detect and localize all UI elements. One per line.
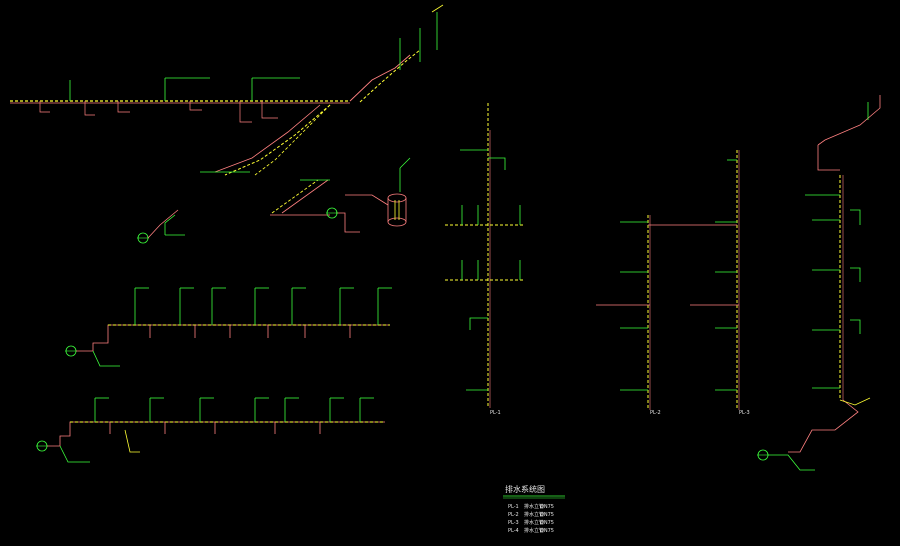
riser-marker-icon bbox=[326, 207, 338, 219]
legend-cell: PL-3 bbox=[508, 520, 519, 526]
legend-cell: DN75 bbox=[540, 512, 554, 518]
right-riser-b-label: PL-3 bbox=[739, 410, 750, 416]
legend-cell: DN75 bbox=[540, 520, 554, 526]
center-riser: PL-1 bbox=[445, 103, 525, 416]
middle-branch-run bbox=[65, 287, 392, 367]
heater-piping bbox=[336, 157, 411, 233]
legend-cell: PL-2 bbox=[508, 512, 519, 518]
legend-cell: 排水立管 bbox=[524, 511, 544, 518]
legend-cell: 排水立管 bbox=[524, 519, 544, 526]
far-right-riser bbox=[757, 95, 881, 471]
center-riser-label: PL-1 bbox=[490, 410, 501, 416]
top-left-drain-run bbox=[10, 4, 444, 216]
legend-cell: DN75 bbox=[540, 504, 554, 510]
right-riser-pair: PL-2 PL-3 bbox=[596, 150, 750, 416]
water-heater-icon bbox=[387, 193, 407, 227]
left-small-branch bbox=[137, 209, 185, 244]
legend-cell: 排水立管 bbox=[524, 527, 544, 534]
legend-cell: PL-4 bbox=[508, 528, 519, 534]
drawing-title: 排水系统图 bbox=[505, 484, 545, 494]
right-riser-a-label: PL-2 bbox=[650, 410, 661, 416]
legend-cell: DN75 bbox=[540, 528, 554, 534]
legend-cell: PL-1 bbox=[508, 504, 519, 510]
legend-cell: 排水立管 bbox=[524, 503, 544, 510]
lower-branch-run bbox=[36, 397, 385, 463]
